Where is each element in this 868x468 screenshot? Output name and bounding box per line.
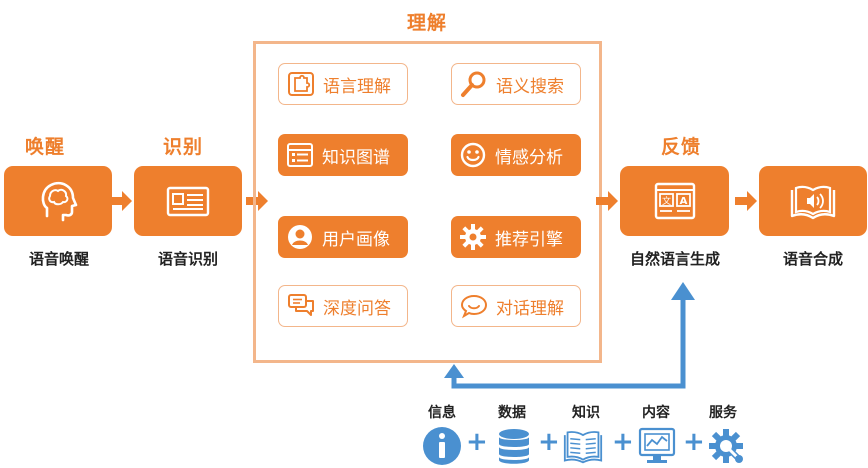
chip-language-understanding: 语言理解 xyxy=(278,63,408,105)
nlg-label: 自然语言生成 xyxy=(629,250,720,268)
text-card-icon xyxy=(166,186,210,217)
plus-icon: + xyxy=(612,427,634,457)
flow-arrow-1 xyxy=(110,191,132,211)
wake-box xyxy=(4,166,112,236)
puzzle-icon xyxy=(288,72,314,96)
svg-text:文: 文 xyxy=(661,195,670,207)
chip-label: 用户画像 xyxy=(322,229,390,250)
chip-knowledge-graph: 知识图谱 xyxy=(278,134,408,176)
smiley-icon xyxy=(460,142,486,168)
chip-label: 深度问答 xyxy=(323,298,391,319)
chip-dialogue-understanding: 对话理解 xyxy=(451,285,581,327)
chip-label: 语言理解 xyxy=(323,76,391,97)
flow-arrow-2 xyxy=(246,191,268,211)
nlg-box: 文 A xyxy=(620,166,729,236)
magnifier-icon xyxy=(461,71,486,97)
speaker-book-icon xyxy=(790,185,836,220)
list-icon xyxy=(287,143,313,167)
wake-label: 语音唤醒 xyxy=(28,250,89,268)
plus-icon: + xyxy=(466,427,488,457)
chip-label: 情感分析 xyxy=(495,147,563,168)
recognize-label: 语音识别 xyxy=(157,250,218,268)
resource-label-data: 数据 xyxy=(498,405,526,421)
head-brain-icon xyxy=(41,181,78,222)
database-icon xyxy=(499,429,529,464)
synthesis-box xyxy=(759,166,867,236)
service-gear-icon xyxy=(709,429,743,463)
chip-recommendation-engine: 推荐引擎 xyxy=(451,216,581,258)
chip-sentiment-analysis: 情感分析 xyxy=(451,134,581,176)
feedback-title: 反馈 xyxy=(661,136,702,158)
flow-arrow-3 xyxy=(596,191,618,211)
info-icon xyxy=(423,427,461,465)
feedback-connector xyxy=(444,282,695,389)
resource-label-service: 服务 xyxy=(709,405,737,421)
resource-label-info: 信息 xyxy=(428,405,456,421)
synthesis-label: 语音合成 xyxy=(782,250,843,268)
chip-deep-qa: 深度问答 xyxy=(278,285,408,327)
chip-semantic-search: 语义搜索 xyxy=(451,63,581,105)
translate-window-icon: 文 A xyxy=(654,182,695,220)
user-icon xyxy=(288,225,312,249)
resource-label-knowledge: 知识 xyxy=(572,405,600,421)
resource-label-content: 内容 xyxy=(642,405,670,421)
book-icon xyxy=(563,431,603,464)
chip-label: 推荐引擎 xyxy=(495,229,563,250)
chat-bubbles-icon xyxy=(288,294,314,316)
flow-arrow-4 xyxy=(735,191,757,211)
recognize-title: 识别 xyxy=(163,136,204,158)
svg-text:A: A xyxy=(679,196,687,207)
understand-title: 理解 xyxy=(407,12,448,34)
wake-title: 唤醒 xyxy=(25,136,66,158)
chip-label: 知识图谱 xyxy=(322,147,390,168)
monitor-icon xyxy=(638,427,676,463)
chip-user-profile: 用户画像 xyxy=(278,216,408,258)
plus-icon: + xyxy=(538,427,560,457)
chip-label: 对话理解 xyxy=(496,298,564,319)
plus-icon: + xyxy=(683,427,705,457)
gear-icon xyxy=(460,224,486,250)
recognize-box xyxy=(134,166,242,236)
chip-label: 语义搜索 xyxy=(496,76,564,97)
speech-bubble-icon xyxy=(460,294,488,319)
